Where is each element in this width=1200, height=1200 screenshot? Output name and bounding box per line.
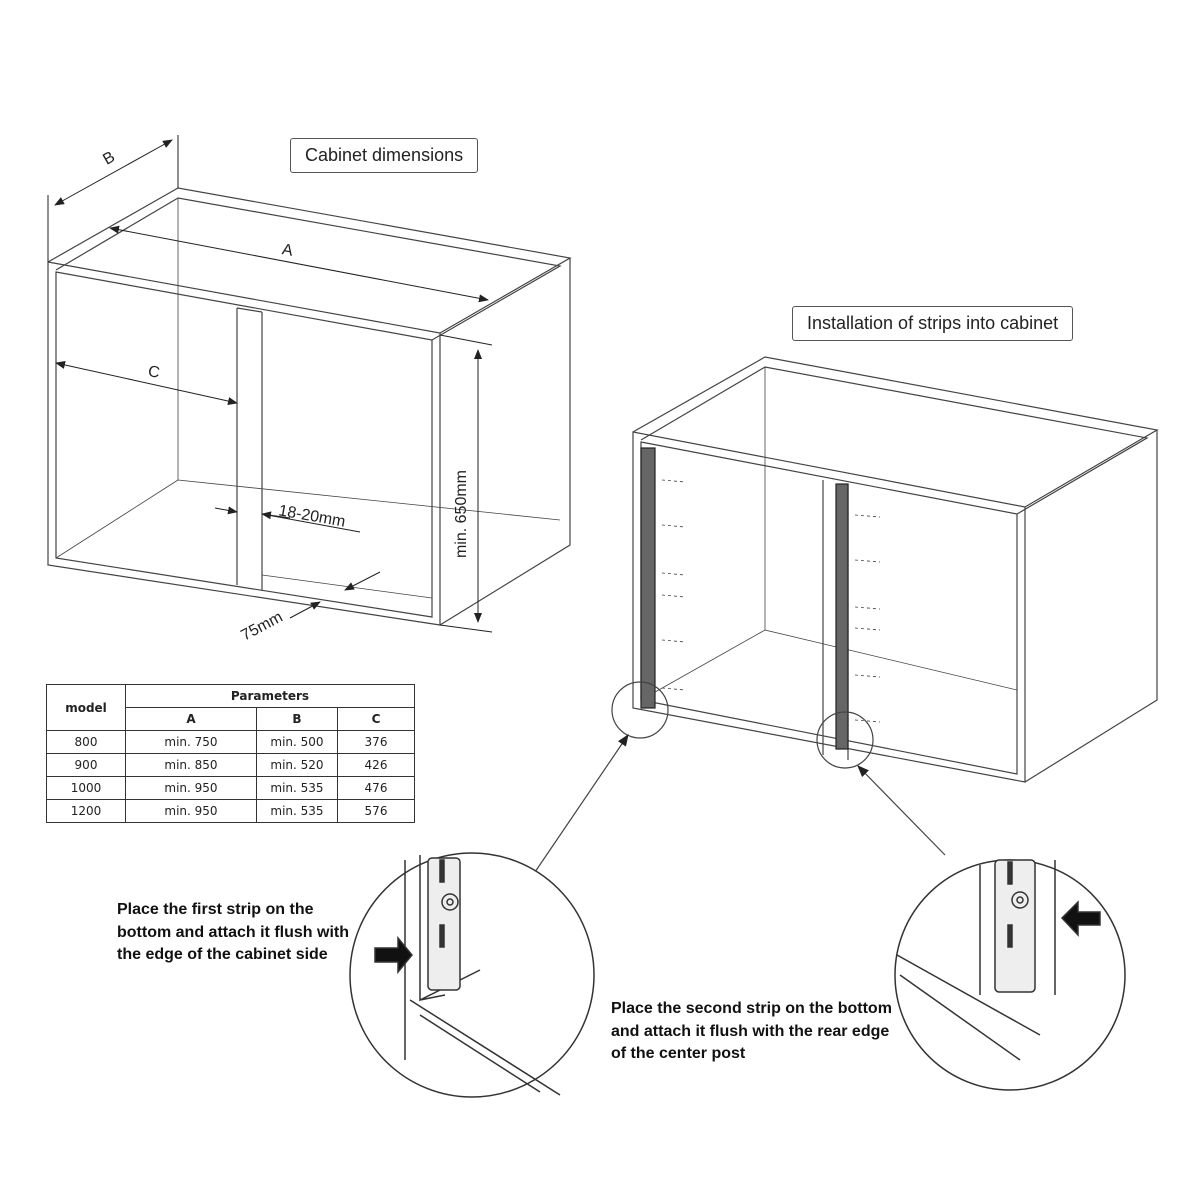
cell-c: 476 (337, 776, 415, 800)
cell-b: min. 500 (256, 730, 338, 754)
dimension-height: min. 650mm (453, 469, 471, 559)
cell-a: min. 950 (125, 799, 257, 823)
cell-model: 900 (46, 753, 126, 777)
left-dimension-lines (47, 135, 493, 633)
cell-b: min. 535 (256, 776, 338, 800)
cell-a: min. 750 (125, 730, 257, 754)
cell-a: min. 950 (125, 776, 257, 800)
cell-b: min. 520 (256, 753, 338, 777)
second-strip-note: Place the second strip on the bottom and… (611, 1000, 892, 1062)
cabinet-dimensions-label: Cabinet dimensions (290, 138, 479, 173)
cell-model: 800 (46, 730, 126, 754)
left-cabinet (47, 187, 572, 626)
detail-right (894, 859, 1126, 1091)
column-a-header: A (125, 707, 257, 731)
parameters-header: Parameters (125, 684, 415, 708)
cell-c: 376 (337, 730, 415, 754)
first-strip-note: Place the first strip on the bottom and … (117, 901, 349, 963)
model-header: model (46, 684, 126, 731)
cell-a: min. 850 (125, 753, 257, 777)
cell-model: 1200 (46, 799, 126, 823)
column-c-header: C (337, 707, 415, 731)
installation-label: Installation of strips into cabinet (792, 306, 1074, 341)
cell-c: 426 (337, 753, 415, 777)
detail-left (349, 852, 595, 1098)
right-cabinet (534, 356, 1159, 873)
cell-b: min. 535 (256, 799, 338, 823)
cell-model: 1000 (46, 776, 126, 800)
cell-c: 576 (337, 799, 415, 823)
column-b-header: B (256, 707, 338, 731)
